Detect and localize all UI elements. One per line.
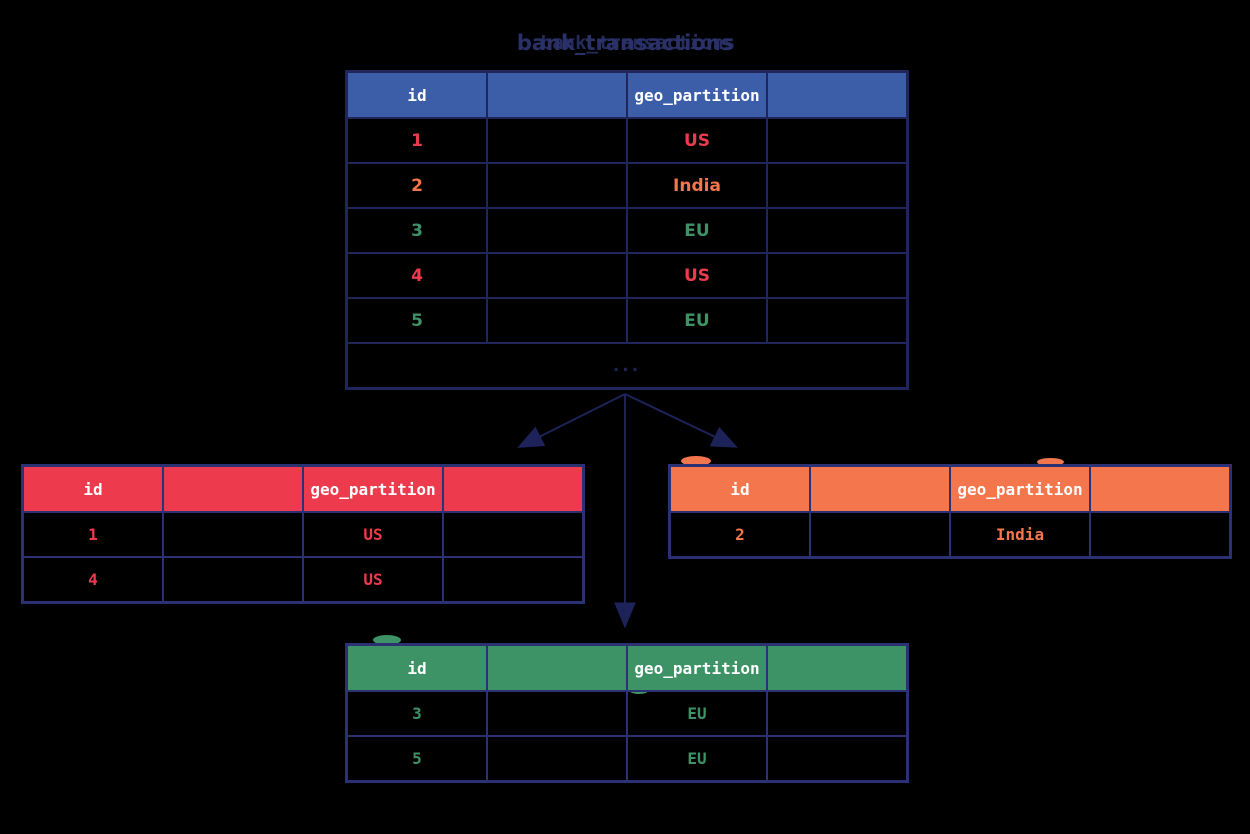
main-table: id geo_partition 1 US 2 India 3 EU 4 US …	[345, 70, 909, 390]
main-row4-geo: US	[627, 253, 767, 298]
decorative-arc-orange-1	[681, 456, 711, 466]
main-row4-empty-1	[487, 253, 627, 298]
eu-row2-empty-2	[767, 736, 907, 781]
us-row2-geo: US	[303, 557, 443, 602]
eu-row1-empty-1	[487, 691, 627, 736]
main-row1-empty-1	[487, 118, 627, 163]
arrow-to-us-partition	[517, 393, 626, 448]
eu-row1-geo: EU	[627, 691, 767, 736]
eu-row2-empty-1	[487, 736, 627, 781]
table-title-text: bank_transactions	[516, 31, 734, 55]
main-row4-empty-2	[767, 253, 907, 298]
us-header-empty-1	[163, 466, 303, 512]
main-row3-empty-1	[487, 208, 627, 253]
eu-header-empty-1	[487, 645, 627, 691]
main-row3-id: 3	[347, 208, 487, 253]
main-row5-geo: EU	[627, 298, 767, 343]
main-row2-empty-1	[487, 163, 627, 208]
main-header-geo-partition: geo_partition	[627, 72, 767, 118]
eu-row2-id: 5	[347, 736, 487, 781]
us-row1-empty-2	[443, 512, 583, 557]
eu-header-id: id	[347, 645, 487, 691]
main-row2-empty-2	[767, 163, 907, 208]
india-header-empty-1	[810, 466, 950, 512]
main-row1-id: 1	[347, 118, 487, 163]
eu-row1-id: 3	[347, 691, 487, 736]
us-row2-id: 4	[23, 557, 163, 602]
main-header-id: id	[347, 72, 487, 118]
us-header-geo-partition: geo_partition	[303, 466, 443, 512]
main-row1-geo: US	[627, 118, 767, 163]
decorative-arc-orange-2	[1037, 458, 1064, 466]
india-row1-empty-1	[810, 512, 950, 557]
us-header-id: id	[23, 466, 163, 512]
main-row2-id: 2	[347, 163, 487, 208]
table-title-text-overlay: bank_transactions	[540, 32, 736, 54]
us-row1-empty-1	[163, 512, 303, 557]
eu-row1-empty-2	[767, 691, 907, 736]
main-row5-empty-1	[487, 298, 627, 343]
us-row1-id: 1	[23, 512, 163, 557]
main-header-empty-1	[487, 72, 627, 118]
eu-header-empty-2	[767, 645, 907, 691]
india-row1-id: 2	[670, 512, 810, 557]
india-header-empty-2	[1090, 466, 1230, 512]
main-ellipsis-row: ...	[347, 343, 907, 388]
india-header-id: id	[670, 466, 810, 512]
eu-partition-table: id geo_partition 3 EU 5 EU	[345, 643, 909, 783]
us-partition-table: id geo_partition 1 US 4 US	[21, 464, 585, 604]
us-header-empty-2	[443, 466, 583, 512]
us-row2-empty-1	[163, 557, 303, 602]
eu-row2-geo: EU	[627, 736, 767, 781]
decorative-arc-green-1	[373, 635, 401, 645]
india-row1-geo: India	[950, 512, 1090, 557]
eu-header-geo-partition: geo_partition	[627, 645, 767, 691]
us-row2-empty-2	[443, 557, 583, 602]
main-row5-empty-2	[767, 298, 907, 343]
arrow-to-india-partition	[624, 393, 738, 448]
table-title: bank_transactions bank_transactions	[345, 31, 905, 61]
main-row5-id: 5	[347, 298, 487, 343]
india-row1-empty-2	[1090, 512, 1230, 557]
india-header-geo-partition: geo_partition	[950, 466, 1090, 512]
main-row3-empty-2	[767, 208, 907, 253]
india-partition-table: id geo_partition 2 India	[668, 464, 1232, 559]
main-row2-geo: India	[627, 163, 767, 208]
main-row4-id: 4	[347, 253, 487, 298]
main-row3-geo: EU	[627, 208, 767, 253]
main-row1-empty-2	[767, 118, 907, 163]
main-header-empty-2	[767, 72, 907, 118]
us-row1-geo: US	[303, 512, 443, 557]
